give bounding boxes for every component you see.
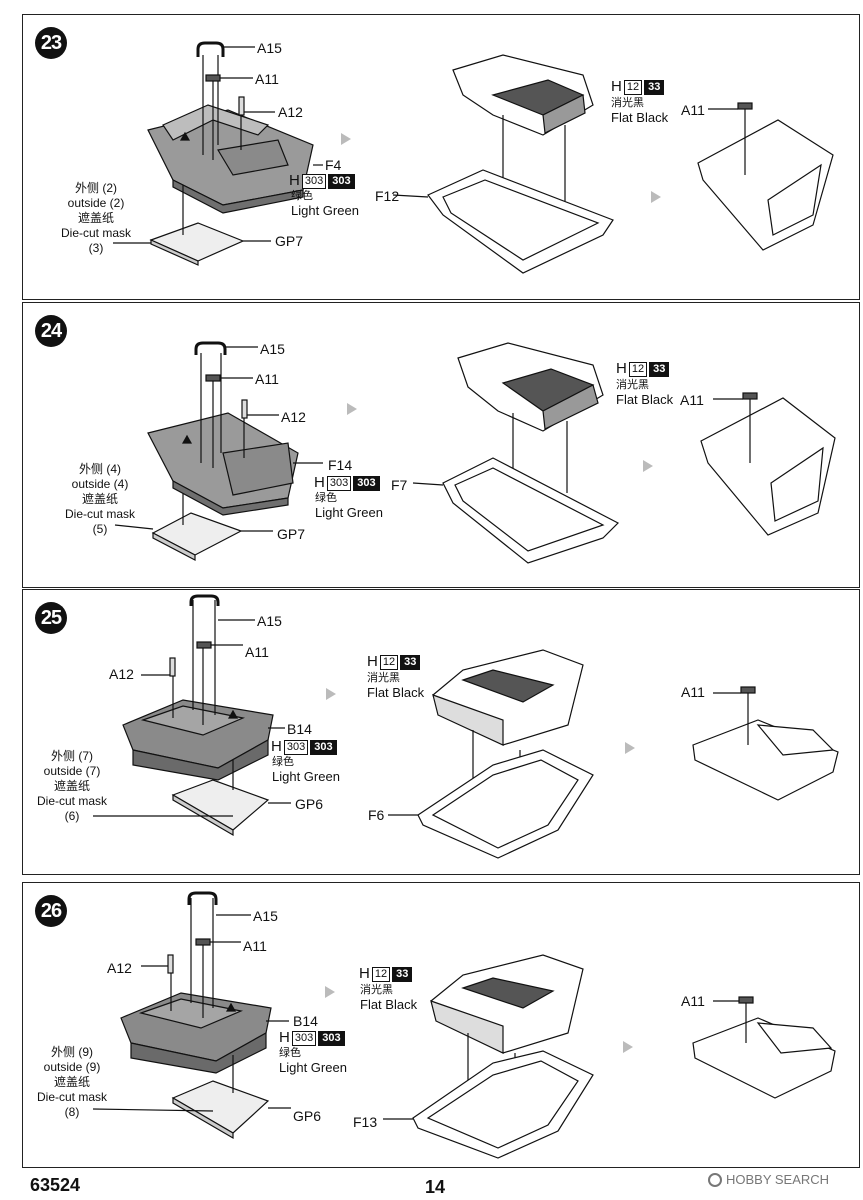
part-label-a11-right: A11 bbox=[681, 684, 705, 700]
step-arrow bbox=[643, 460, 653, 472]
part-label-a12: A12 bbox=[281, 409, 306, 425]
step-arrow bbox=[326, 688, 336, 700]
paint-code-main: H 303 303 bbox=[314, 475, 380, 491]
part-label-a12: A12 bbox=[109, 666, 134, 682]
right-assembly bbox=[700, 392, 836, 536]
right-assembly bbox=[692, 996, 836, 1099]
part-label-a15: A15 bbox=[257, 40, 282, 56]
part-label-main: B14 bbox=[293, 1013, 318, 1029]
step-arrow bbox=[623, 1041, 633, 1053]
mask-note: 外侧 (4) outside (4) 遮盖纸 Die-cut mask (5) bbox=[65, 462, 136, 536]
color-main: 绿色 Light Green bbox=[279, 1047, 347, 1075]
part-label-mask: GP7 bbox=[277, 526, 306, 542]
color-box: 消光黑 Flat Black bbox=[367, 672, 425, 700]
paint-code-main: H 303 303 bbox=[271, 739, 337, 755]
part-label-a11: A11 bbox=[245, 644, 269, 660]
part-label-main: F14 bbox=[328, 457, 353, 473]
part-label-mask: GP7 bbox=[275, 233, 304, 249]
part-label-a11: A11 bbox=[243, 938, 267, 954]
watermark: HOBBY SEARCH bbox=[708, 1172, 829, 1187]
paint-code-main: H 303 303 bbox=[289, 173, 355, 189]
color-main: 绿色 Light Green bbox=[272, 756, 340, 784]
part-label-frame: F6 bbox=[368, 807, 385, 823]
step-panel-25: 25 bbox=[22, 589, 860, 875]
left-assembly bbox=[93, 594, 291, 837]
color-box: 消光黑 Flat Black bbox=[611, 97, 669, 125]
step-panel-26: 26 bbox=[22, 882, 860, 1168]
part-label-a15: A15 bbox=[260, 341, 285, 357]
part-label-mask: GP6 bbox=[293, 1108, 322, 1124]
paint-code-main: H 303 303 bbox=[279, 1030, 345, 1046]
step-23-illustration bbox=[113, 41, 834, 274]
step-26-illustration bbox=[92, 891, 836, 1159]
mask-note: 外侧 (9) outside (9) 遮盖纸 Die-cut mask (8) bbox=[37, 1045, 108, 1119]
step-panel-23: 23 bbox=[22, 14, 860, 300]
step-arrow bbox=[325, 986, 335, 998]
watermark-logo-icon bbox=[708, 1172, 722, 1187]
part-label-frame: F12 bbox=[375, 188, 400, 204]
step-number: 26 bbox=[35, 895, 67, 927]
color-main: 绿色 Light Green bbox=[315, 492, 383, 520]
part-label-mask: GP6 bbox=[295, 796, 324, 812]
left-assembly bbox=[113, 41, 323, 266]
step-24-illustration bbox=[114, 341, 836, 564]
paint-code-box: H 12 33 bbox=[359, 966, 413, 982]
part-label-a15: A15 bbox=[253, 908, 278, 924]
color-box: 消光黑 Flat Black bbox=[360, 984, 418, 1012]
watermark-text: HOBBY SEARCH bbox=[726, 1172, 830, 1187]
part-label-a11: A11 bbox=[255, 371, 279, 387]
part-label-a11: A11 bbox=[255, 71, 279, 87]
color-box: 消光黑 Flat Black bbox=[616, 379, 674, 407]
paint-code-box: H 12 33 bbox=[616, 361, 670, 377]
part-label-a12: A12 bbox=[107, 960, 132, 976]
part-label-a11-right: A11 bbox=[681, 102, 705, 118]
mask-note: 外侧 (7) outside (7) 遮盖纸 Die-cut mask (6) bbox=[37, 749, 108, 823]
step-number: 25 bbox=[35, 602, 67, 634]
middle-assembly bbox=[383, 954, 594, 1159]
right-assembly bbox=[697, 102, 834, 251]
mask-note: 外侧 (2) outside (2) 遮盖纸 Die-cut mask (3) bbox=[61, 181, 132, 255]
part-label-a11-right: A11 bbox=[681, 993, 705, 1009]
step-arrow bbox=[341, 133, 351, 145]
left-assembly bbox=[114, 341, 323, 561]
part-label-frame: F7 bbox=[391, 477, 408, 493]
middle-assembly bbox=[388, 649, 594, 859]
color-main: 绿色 Light Green bbox=[291, 190, 359, 218]
part-label-a12: A12 bbox=[278, 104, 303, 120]
step-number: 24 bbox=[35, 315, 67, 347]
step-panel-24: 24 bbox=[22, 302, 860, 588]
part-label-main: F4 bbox=[325, 157, 342, 173]
kit-number: 63524 bbox=[30, 1175, 81, 1195]
right-assembly bbox=[692, 686, 839, 801]
step-25-illustration bbox=[93, 594, 839, 859]
part-label-a11-right: A11 bbox=[680, 392, 704, 408]
part-label-a15: A15 bbox=[257, 613, 282, 629]
step-arrow bbox=[347, 403, 357, 415]
paint-code-box: H 12 33 bbox=[611, 79, 665, 95]
page-number: 14 bbox=[425, 1177, 446, 1197]
part-label-frame: F13 bbox=[353, 1114, 378, 1130]
paint-code-box: H 12 33 bbox=[367, 654, 421, 670]
part-label-main: B14 bbox=[287, 721, 312, 737]
step-arrow bbox=[651, 191, 661, 203]
middle-assembly bbox=[392, 54, 614, 274]
step-number: 23 bbox=[35, 27, 67, 59]
step-arrow bbox=[625, 742, 635, 754]
middle-assembly bbox=[412, 342, 620, 564]
left-assembly bbox=[92, 891, 291, 1140]
